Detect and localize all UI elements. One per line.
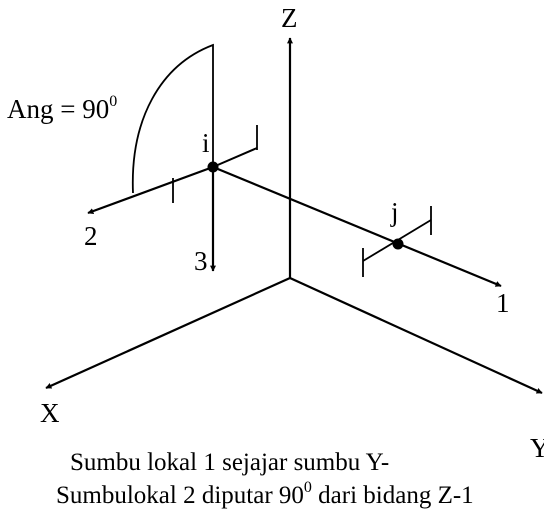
global-x-axis [45, 276, 291, 390]
label-x: X [40, 398, 60, 428]
label-3: 3 [194, 246, 208, 276]
node-i [207, 161, 219, 173]
label-1: 1 [496, 288, 510, 318]
label-node-i: i [202, 128, 210, 158]
section-ticks [172, 125, 432, 277]
caption-line-1: Sumbu lokal 1 sejajar sumbu Y- [70, 449, 389, 476]
local-axes [87, 147, 502, 288]
local-axis-1-member [212, 165, 502, 288]
local-axis-2-extension [212, 147, 258, 168]
label-node-j: j [390, 197, 399, 227]
rotation-angle-arc [131, 43, 214, 194]
angle-label: Ang = 900 [7, 93, 117, 124]
caption-line-2: Sumbulokal 2 diputar 900 dari bidang Z-1 [56, 479, 474, 509]
local-axis-2 [87, 165, 214, 215]
global-y-axis [289, 276, 543, 395]
node-j [392, 238, 404, 250]
label-y: Y [530, 433, 544, 463]
global-axes [45, 37, 543, 395]
label-2: 2 [84, 221, 98, 251]
label-z: Z [281, 3, 298, 33]
